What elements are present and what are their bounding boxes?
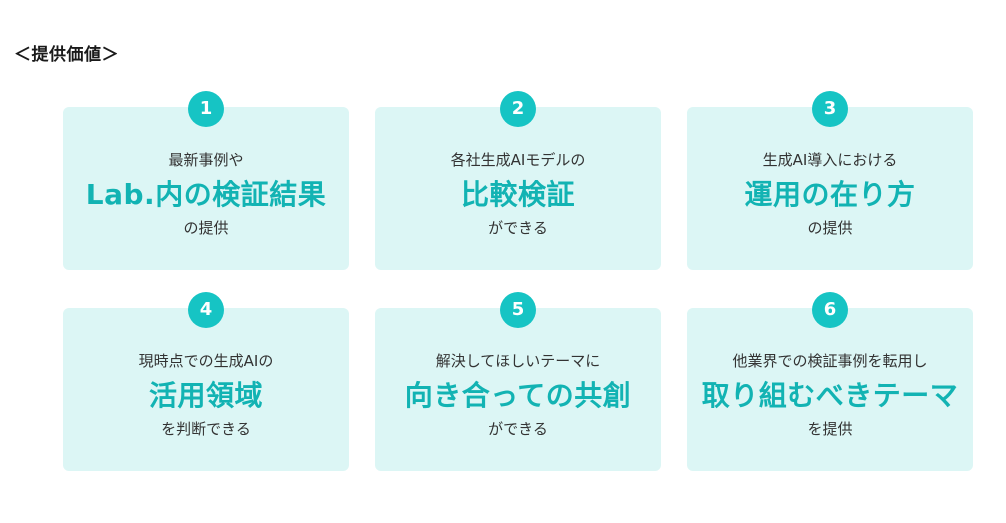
card-post-text: の提供 [807,219,853,237]
card-main-text: 取り組むべきテーマ [701,379,959,412]
card-number-badge: 3 [812,91,848,127]
card-number-badge: 6 [812,292,848,328]
section-title: ＜提供価値＞ [14,45,119,65]
value-card-4: 4 現時点での生成AIの 活用領域 を判断できる [63,292,349,471]
card-main-text: 運用の在り方 [744,178,916,211]
value-card-2: 2 各社生成AIモデルの 比較検証 ができる [375,91,661,270]
card-post-text: ができる [488,420,548,438]
value-card-5: 5 解決してほしいテーマに 向き合っての共創 ができる [375,292,661,471]
card-pre-text: 解決してほしいテーマに [435,352,601,370]
card-post-text: の提供 [183,219,229,237]
card-pre-text: 現時点での生成AIの [138,352,274,370]
value-card-6: 6 他業界での検証事例を転用し 取り組むべきテーマ を提供 [687,292,973,471]
value-card-3: 3 生成AI導入における 運用の在り方 の提供 [687,91,973,270]
card-number-badge: 1 [188,91,224,127]
card-number-badge: 2 [500,91,536,127]
card-pre-text: 他業界での検証事例を転用し [732,352,928,370]
card-post-text: を判断できる [161,420,251,438]
card-number-badge: 5 [500,292,536,328]
card-main-text: 向き合っての共創 [404,379,632,412]
card-main-text: 活用領域 [148,379,263,412]
card-post-text: を提供 [807,420,853,438]
value-card-1: 1 最新事例や Lab.内の検証結果 の提供 [63,91,349,270]
card-pre-text: 各社生成AIモデルの [450,151,586,169]
card-pre-text: 生成AI導入における [762,151,898,169]
card-main-text: 比較検証 [460,178,575,211]
card-post-text: ができる [488,219,548,237]
card-main-text: Lab.内の検証結果 [85,178,327,211]
card-number-badge: 4 [188,292,224,328]
card-pre-text: 最新事例や [168,151,244,169]
